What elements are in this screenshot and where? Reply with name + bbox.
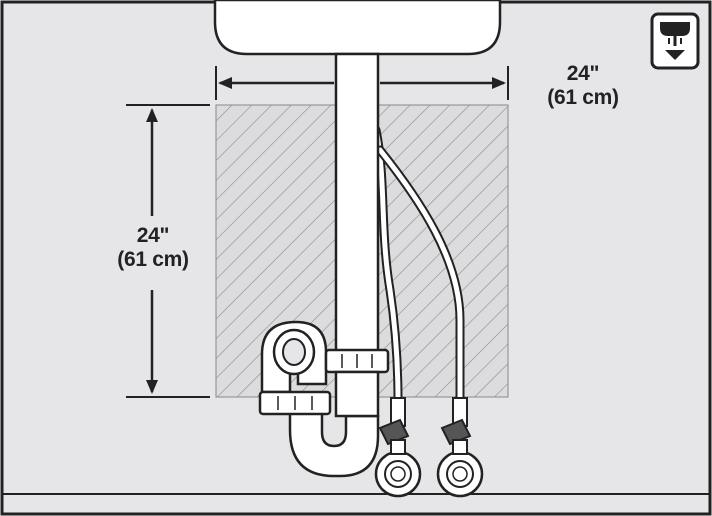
- shutoff-valve-hot: [436, 397, 484, 498]
- supply-line-cold-inner: [373, 127, 401, 403]
- sink-basin: [213, 0, 502, 56]
- under-sink-mounting-icon: [650, 12, 700, 70]
- slip-nut-lower: [258, 390, 332, 416]
- dimension-label-horizontal: 24" (61 cm): [528, 62, 638, 110]
- shutoff-valve-cold: [374, 397, 422, 498]
- dimension-label-vertical: 24" (61 cm): [98, 224, 208, 272]
- slip-nut-upper: [324, 348, 390, 374]
- dimension-vertical-imperial: 24": [136, 224, 170, 247]
- supply-line-hot-inner: [377, 147, 463, 403]
- drain-tailpiece: [334, 52, 380, 356]
- dimension-horizontal-imperial: 24": [566, 62, 600, 85]
- dimension-horizontal-metric: (61 cm): [547, 86, 619, 109]
- trap-arm-opening-inner: [282, 338, 306, 366]
- dimension-vertical-metric: (61 cm): [117, 248, 189, 271]
- tailpiece-lower: [334, 370, 380, 418]
- p-trap-bend: [288, 408, 380, 478]
